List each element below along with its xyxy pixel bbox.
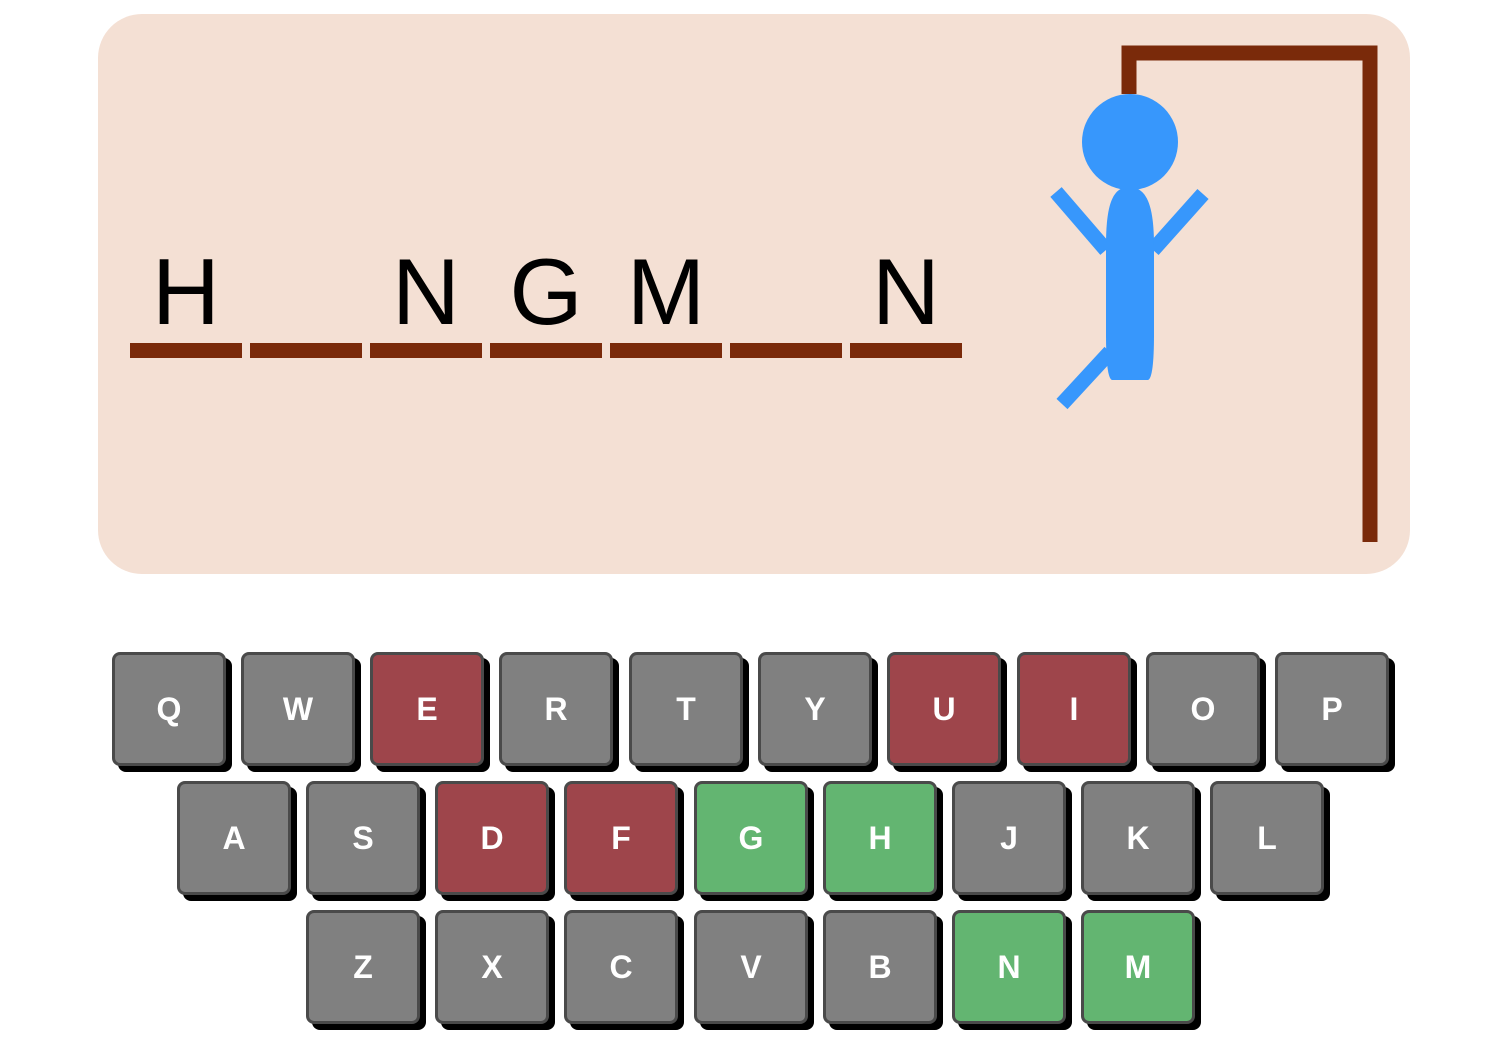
- key-g[interactable]: G: [694, 781, 808, 895]
- revealed-letter: N: [392, 239, 460, 344]
- key-t[interactable]: T: [629, 652, 743, 766]
- key-label: B: [868, 948, 892, 985]
- revealed-letter: N: [872, 239, 940, 344]
- key-f[interactable]: F: [564, 781, 678, 895]
- key-n[interactable]: N: [952, 910, 1066, 1024]
- letter-slot: M: [610, 242, 722, 358]
- gallows-frame: [1121, 45, 1378, 542]
- key-c[interactable]: C: [564, 910, 678, 1024]
- key-label: A: [222, 819, 246, 856]
- key-d[interactable]: D: [435, 781, 549, 895]
- figure-left-arm: [1050, 187, 1112, 255]
- letter-underline: [250, 343, 362, 358]
- key-label: W: [282, 690, 314, 727]
- key-label: L: [1257, 819, 1277, 856]
- key-o[interactable]: O: [1146, 652, 1260, 766]
- key-a[interactable]: A: [177, 781, 291, 895]
- key-label: R: [544, 690, 568, 727]
- key-label: G: [738, 819, 764, 856]
- key-label: V: [740, 948, 762, 985]
- figure-right-arm: [1147, 189, 1209, 255]
- key-l[interactable]: L: [1210, 781, 1324, 895]
- key-k[interactable]: K: [1081, 781, 1195, 895]
- letter-slot: N: [850, 242, 962, 358]
- letter-slot: G: [490, 242, 602, 358]
- key-label: P: [1321, 690, 1343, 727]
- key-label: J: [1000, 819, 1018, 856]
- letter-underline: [730, 343, 842, 358]
- key-label: X: [481, 948, 503, 985]
- key-label: Z: [353, 948, 373, 985]
- key-e[interactable]: E: [370, 652, 484, 766]
- letter-underline: [850, 343, 962, 358]
- key-label: F: [611, 819, 631, 856]
- key-w[interactable]: W: [241, 652, 355, 766]
- key-label: H: [868, 819, 892, 856]
- gallows: [1121, 45, 1378, 542]
- key-h[interactable]: H: [823, 781, 937, 895]
- letter-underline: [490, 343, 602, 358]
- key-label: E: [416, 690, 438, 727]
- key-b[interactable]: B: [823, 910, 937, 1024]
- key-label: C: [609, 948, 633, 985]
- key-label: K: [1126, 819, 1150, 856]
- key-p[interactable]: P: [1275, 652, 1389, 766]
- key-q[interactable]: Q: [112, 652, 226, 766]
- key-x[interactable]: X: [435, 910, 549, 1024]
- key-j[interactable]: J: [952, 781, 1066, 895]
- letter-slot: [730, 242, 842, 358]
- key-s[interactable]: S: [306, 781, 420, 895]
- key-label: T: [676, 690, 696, 727]
- figure-left-leg: [1056, 346, 1116, 410]
- figure-body: [1106, 187, 1154, 380]
- letter-slot: [250, 242, 362, 358]
- revealed-letter: H: [152, 239, 220, 344]
- game-board: H N G M N: [98, 14, 1410, 574]
- key-z[interactable]: Z: [306, 910, 420, 1024]
- letter-slot: N: [370, 242, 482, 358]
- letter-underline: [130, 343, 242, 358]
- revealed-letter: M: [626, 239, 706, 344]
- letter-slot: H: [130, 242, 242, 358]
- key-v[interactable]: V: [694, 910, 808, 1024]
- key-r[interactable]: R: [499, 652, 613, 766]
- key-u[interactable]: U: [887, 652, 1001, 766]
- key-label: M: [1124, 948, 1152, 985]
- key-m[interactable]: M: [1081, 910, 1195, 1024]
- hanged-figure: [1050, 94, 1209, 410]
- key-label: N: [997, 948, 1021, 985]
- revealed-letter: G: [509, 239, 583, 344]
- letter-underline: [370, 343, 482, 358]
- hangman-drawing: [1050, 45, 1378, 542]
- key-y[interactable]: Y: [758, 652, 872, 766]
- key-label: D: [480, 819, 504, 856]
- key-label: U: [932, 690, 956, 727]
- figure-head: [1082, 94, 1178, 190]
- key-i[interactable]: I: [1017, 652, 1131, 766]
- key-label: O: [1190, 690, 1216, 727]
- key-label: Q: [156, 690, 182, 727]
- key-label: I: [1069, 690, 1079, 727]
- key-label: S: [352, 819, 374, 856]
- key-label: Y: [804, 690, 826, 727]
- letter-underline: [610, 343, 722, 358]
